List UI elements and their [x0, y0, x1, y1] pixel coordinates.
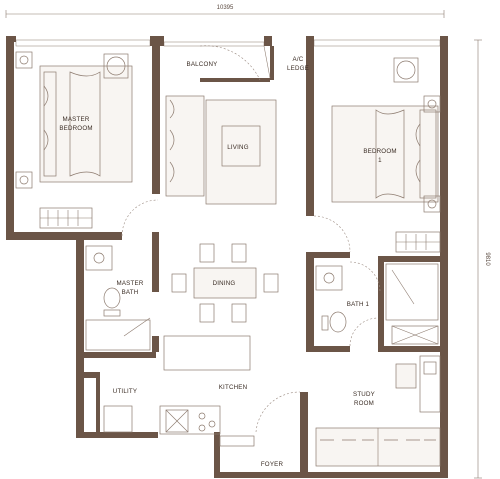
windows [15, 39, 441, 47]
label-dining: DINING [213, 280, 236, 287]
doors [121, 45, 381, 433]
bath1-fixtures [315, 263, 439, 345]
master-bed [39, 65, 133, 183]
label-master-bedroom-line1: MASTER [63, 116, 90, 123]
master-bedroom-nightstands [15, 51, 129, 189]
walls [6, 36, 448, 478]
master-bath-fixtures [85, 245, 151, 351]
label-master-bath-line1: MASTER [117, 280, 144, 287]
label-study-room-line1: STUDY [353, 391, 375, 398]
label-ac-ledge-line1: A/C [293, 56, 304, 63]
utility-fixtures [103, 405, 133, 433]
label-ac-ledge-line2: LEDGE [287, 65, 309, 72]
label-balcony: BALCONY [187, 61, 218, 68]
label-living: LIVING [227, 144, 249, 151]
master-wardrobe [39, 207, 93, 229]
label-utility: UTILITY [113, 388, 137, 395]
bedroom1-nightstands [393, 57, 441, 213]
bedroom1-bed [331, 105, 439, 203]
dining-set [171, 243, 279, 323]
label-master-bath-line2: BATH [122, 289, 139, 296]
dimension-lines [5, 10, 482, 479]
label-kitchen: KITCHEN [219, 384, 248, 391]
label-foyer: FOYER [261, 461, 284, 468]
bedroom1-wardrobe [395, 231, 441, 253]
width-dimension: 10395 [217, 5, 234, 11]
depth-dimension: 9810 [484, 252, 490, 266]
living-coffee-table [221, 125, 261, 167]
kitchen-counter [159, 335, 255, 447]
label-bedroom1-line2: 1 [378, 157, 382, 164]
study-furniture [315, 355, 441, 467]
label-bath1: BATH 1 [347, 301, 370, 308]
label-study-room-line2: ROOM [354, 400, 374, 407]
room-labels: MASTER BEDROOM BALCONY A/C LEDGE LIVING … [59, 56, 396, 468]
label-master-bedroom-line2: BEDROOM [59, 125, 92, 132]
label-bedroom1-line1: BEDROOM [363, 148, 396, 155]
